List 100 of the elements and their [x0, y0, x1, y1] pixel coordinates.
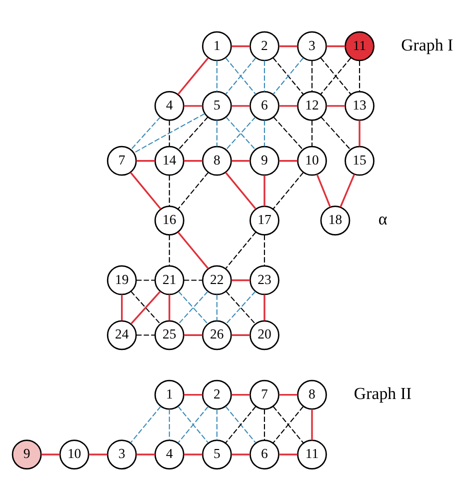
connector — [184, 394, 202, 396]
connector — [178, 116, 208, 150]
connector — [41, 454, 60, 456]
node-circle: 7 — [106, 146, 137, 176]
node-circle: 3 — [106, 440, 137, 470]
connector — [177, 57, 209, 95]
connector — [231, 394, 250, 396]
connector — [121, 294, 123, 321]
connector — [264, 175, 266, 206]
connector — [168, 234, 170, 266]
connector — [216, 409, 218, 440]
connector — [340, 174, 356, 208]
label: α — [378, 210, 388, 229]
connector — [264, 409, 265, 440]
node-circle: 19 — [106, 265, 137, 296]
connector — [130, 172, 162, 210]
connector — [278, 394, 298, 396]
connector — [311, 409, 313, 440]
node-circle: 16 — [154, 206, 184, 236]
connector — [273, 116, 304, 150]
connector — [226, 116, 256, 150]
node-circle: 11 — [344, 31, 374, 62]
connector — [358, 120, 360, 146]
connector — [184, 334, 202, 336]
node-circle: 4 — [154, 90, 184, 121]
node-circle: 22 — [202, 265, 232, 296]
connector — [136, 334, 155, 336]
connector — [184, 160, 202, 162]
node-circle: 17 — [250, 206, 280, 236]
node-circle: 14 — [154, 146, 184, 176]
connector — [231, 279, 250, 282]
connector — [311, 120, 313, 146]
connector — [272, 172, 304, 210]
connector — [178, 406, 209, 444]
connector — [231, 45, 250, 48]
connector — [136, 160, 155, 162]
connector — [130, 116, 161, 150]
connector — [88, 454, 108, 456]
connector — [184, 105, 202, 107]
node-circle: 9 — [250, 146, 280, 176]
node-circle: 8 — [202, 146, 232, 176]
label: Graph I — [401, 35, 454, 54]
connector — [264, 294, 266, 321]
connector — [225, 232, 256, 270]
connector — [326, 105, 346, 107]
node-circle: 21 — [154, 265, 184, 296]
connector — [359, 60, 360, 92]
connector — [168, 120, 170, 146]
connector — [231, 160, 250, 162]
node-circle: 5 — [202, 90, 232, 121]
node-circle: 18 — [320, 206, 350, 236]
connector — [264, 60, 265, 92]
connector — [278, 45, 298, 48]
connector — [225, 172, 256, 210]
connector — [272, 406, 304, 444]
connector — [278, 454, 298, 456]
connector — [320, 58, 352, 95]
connector — [136, 280, 155, 281]
node-circle: 1 — [154, 380, 184, 410]
node-circle: 15 — [344, 146, 374, 176]
connector — [178, 291, 208, 324]
node-circle: 6 — [250, 440, 280, 470]
node-circle: 10 — [297, 146, 327, 176]
node-circle: 25 — [154, 320, 184, 350]
connector — [216, 60, 218, 92]
node-circle: 12 — [297, 90, 327, 121]
connector — [326, 45, 346, 48]
connector — [184, 280, 202, 281]
connector — [272, 58, 304, 95]
connector — [264, 120, 265, 146]
connector — [177, 232, 209, 270]
node-circle: 9 — [12, 440, 42, 470]
connector — [278, 105, 298, 107]
connector — [168, 175, 170, 206]
connector — [225, 58, 256, 95]
node-circle: 23 — [250, 265, 280, 296]
connector — [168, 409, 170, 440]
connector — [184, 454, 202, 456]
connector — [264, 234, 265, 266]
node-circle: 24 — [106, 320, 137, 350]
connector — [216, 294, 218, 321]
connector — [134, 113, 205, 154]
node-circle: 6 — [250, 90, 280, 121]
node-circle: 2 — [250, 31, 280, 62]
label: Graph II — [354, 384, 412, 403]
connector — [226, 291, 256, 324]
connector — [320, 116, 351, 150]
node-circle: 11 — [297, 440, 327, 470]
node-circle: 2 — [202, 380, 232, 410]
connector — [136, 454, 155, 456]
connector — [231, 105, 250, 107]
node-circle: 7 — [250, 380, 280, 410]
connector — [216, 120, 218, 146]
node-circle: 3 — [297, 31, 327, 62]
node-circle: 1 — [202, 31, 232, 62]
node-circle: 20 — [250, 320, 280, 350]
connector — [178, 172, 209, 210]
connector — [231, 454, 250, 456]
connector — [278, 160, 298, 162]
node-circle: 26 — [202, 320, 232, 350]
